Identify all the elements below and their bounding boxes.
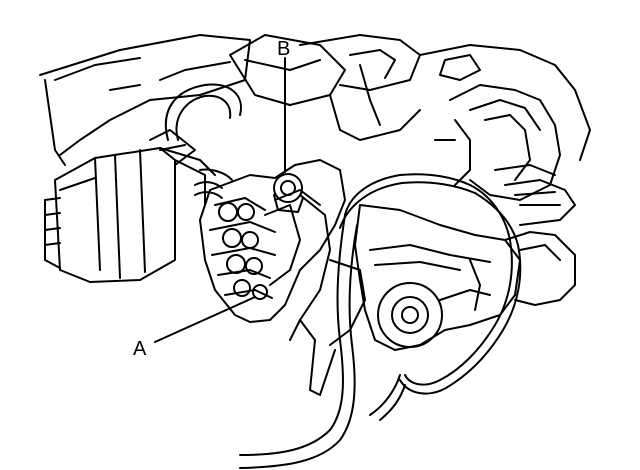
callout-a-label: A: [133, 338, 147, 360]
small-wires: [194, 168, 233, 199]
wire-harness: [239, 173, 522, 469]
upper-right-components: [229, 34, 591, 226]
ignition-switch-body: [199, 159, 366, 396]
connector-block: [44, 129, 216, 283]
lock-cylinder-housing: [354, 204, 576, 351]
screw-b: [273, 173, 304, 213]
callout-b-label: B: [277, 38, 290, 60]
background-housing: [39, 34, 251, 166]
callout-a-leader: [154, 296, 256, 343]
